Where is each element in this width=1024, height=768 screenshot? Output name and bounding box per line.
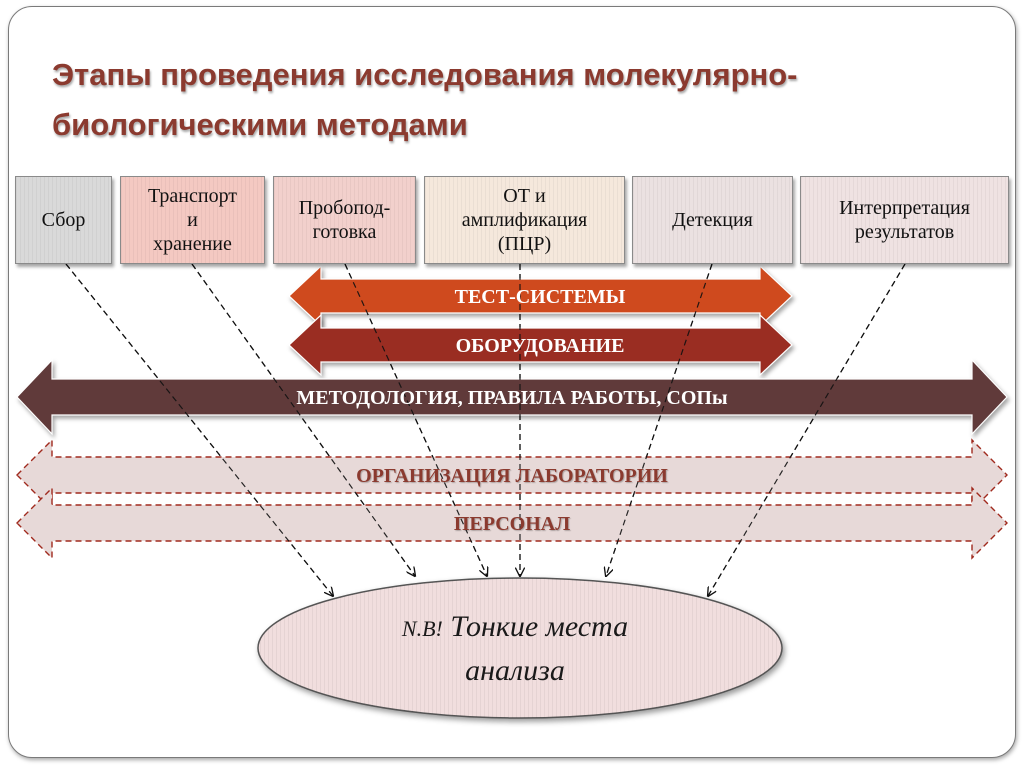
focus-text: N.B! Тонкие места анализа bbox=[300, 606, 730, 692]
arrow-label-equipment: ОБОРУДОВАНИЕ bbox=[456, 335, 625, 357]
stage-label: результатов bbox=[854, 221, 955, 243]
arrow-methodology bbox=[16, 358, 1008, 436]
stage-label: Интерпретация bbox=[839, 197, 970, 219]
stage-amplification: ОТ и амплификация (ПЦР) bbox=[424, 176, 625, 264]
stage-detection: Детекция bbox=[632, 176, 793, 264]
focus-line: анализа bbox=[465, 654, 565, 687]
focus-line: Тонкие места bbox=[450, 610, 629, 643]
connector-lines bbox=[65, 263, 906, 596]
stage-label: и bbox=[187, 209, 198, 231]
stage-label: ОТ и bbox=[503, 185, 546, 207]
stage-label: готовка bbox=[312, 221, 377, 243]
stage-sample-prep: Пробопод- готовка bbox=[273, 176, 416, 264]
arrow-personnel bbox=[16, 486, 1008, 560]
arrow-equipment bbox=[288, 313, 793, 377]
stage-label: Детекция bbox=[672, 209, 753, 231]
slide-title: Этапы проведения исследования молекулярн… bbox=[52, 57, 798, 142]
arrow-methodology-shape bbox=[16, 358, 1008, 436]
stage-transport: Транспорт и хранение bbox=[120, 176, 265, 264]
nb-prefix: N.B! bbox=[401, 616, 443, 641]
stage-label: Транспорт bbox=[147, 185, 238, 207]
stage-sbor: Сбор bbox=[15, 176, 112, 264]
arrow-label-organization: ОРГАНИЗАЦИЯ ЛАБОРАТОРИИ bbox=[356, 465, 668, 487]
stage-label: хранение bbox=[153, 233, 232, 255]
arrow-label-methodology: МЕТОДОЛОГИЯ, ПРАВИЛА РАБОТЫ, СОПы bbox=[296, 387, 728, 409]
arrow-label-test-systems: ТЕСТ-СИСТЕМЫ bbox=[455, 286, 626, 308]
arrow-personnel-shape bbox=[16, 486, 1008, 560]
stage-label: (ПЦР) bbox=[497, 233, 552, 255]
arrow-label-personnel: ПЕРСОНАЛ bbox=[454, 513, 570, 535]
stage-label: амплификация bbox=[461, 209, 588, 231]
stage-interpretation: Интерпретация результатов bbox=[800, 176, 1009, 264]
arrow-equipment-shape bbox=[288, 313, 793, 377]
stage-label: Сбор bbox=[41, 209, 86, 231]
stage-label: Пробопод- bbox=[298, 197, 391, 219]
